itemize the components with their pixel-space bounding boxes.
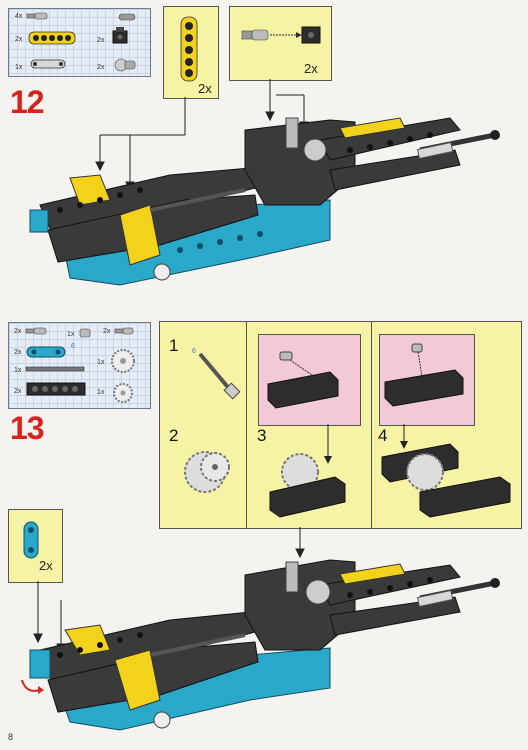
part-qty: 1x: [15, 64, 23, 71]
step12-callout-pin: 2x: [229, 6, 332, 81]
step12-callout-beam: 2x: [163, 6, 219, 99]
grey-pin-joint-icon: [118, 13, 136, 21]
yellow-beam-icon: [180, 16, 198, 82]
step12-parts-box: 4x 2x 2x 1x 2x: [8, 8, 151, 77]
page-number: 8: [8, 732, 14, 742]
substep-number: 2: [169, 426, 179, 445]
divider: [371, 322, 372, 528]
part-qty: 2x: [14, 388, 22, 395]
blue-link-length: 6: [71, 343, 75, 350]
part-qty: 2x: [97, 37, 105, 44]
gear-small-icon: [113, 383, 133, 403]
step12-number: 12: [10, 84, 45, 120]
axle-pin-icon: [25, 327, 47, 335]
part-qty: 2x: [14, 328, 22, 335]
bushing-icon: [79, 328, 91, 338]
substep-drawings: [184, 343, 511, 518]
part-qty: 2x: [14, 349, 22, 356]
callout-qty: 2x: [304, 61, 318, 76]
part-qty: 1x: [97, 359, 105, 366]
axle-icon: [25, 366, 85, 372]
part-qty: 1x: [97, 389, 105, 396]
step13-callout-link: 2x: [8, 509, 63, 583]
step13-substeps-panel: 1 6 2 3 4: [159, 321, 522, 529]
blue-link-icon: [26, 346, 66, 358]
substep-label: 6: [192, 348, 196, 355]
divider: [246, 322, 247, 528]
blue-link-icon: [23, 521, 39, 559]
part-qty: 1x: [67, 331, 75, 338]
yellow-beam-icon: [28, 31, 76, 45]
substep-number: 4: [378, 426, 388, 445]
step13-number: 13: [10, 410, 45, 446]
callout-qty: 2x: [39, 558, 53, 573]
substep-number: 3: [257, 426, 267, 445]
part-qty: 2x: [15, 36, 23, 43]
part-qty: 4x: [15, 13, 23, 20]
black-brick-icon: [112, 27, 128, 44]
pin-icon: [114, 327, 134, 335]
gear-large-icon: [111, 349, 135, 373]
part-qty: 2x: [103, 328, 111, 335]
grey-connector-icon: [30, 59, 66, 69]
substep-number: 1: [169, 336, 179, 355]
step12-model: [29, 79, 500, 286]
substep3-callout: [258, 334, 361, 426]
black-beam-icon: [26, 382, 86, 396]
callout-qty: 2x: [198, 81, 212, 96]
part-qty: 1x: [14, 367, 22, 374]
axle-pin-icon: [26, 12, 48, 20]
pin-brick-icon: [241, 26, 321, 44]
step13-parts-box: 2x 1x 2x 2x 6 1x 1x 2x 1x: [8, 322, 151, 409]
grey-pin-joint-icon: [114, 58, 136, 72]
part-qty: 2x: [97, 64, 105, 71]
